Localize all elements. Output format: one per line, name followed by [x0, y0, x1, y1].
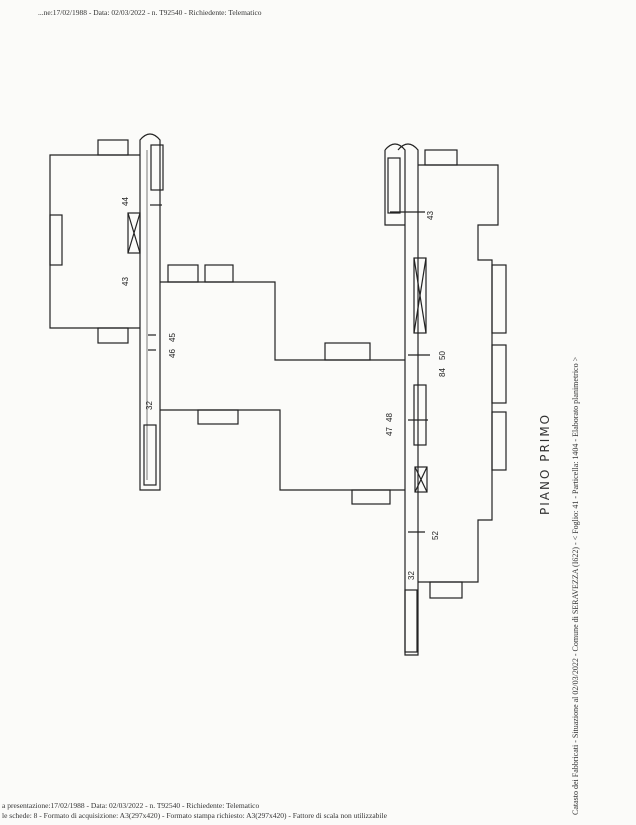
connector-window-1 [167, 264, 199, 283]
unit-label-43-left: 43 [121, 277, 130, 286]
connector-window-3 [197, 409, 239, 425]
right-stair-mid [413, 384, 427, 446]
plan-title: PIANO PRIMO [538, 412, 552, 515]
left-corridor [139, 133, 161, 491]
unit-label-47: 47 [385, 427, 394, 436]
right-building-outline [418, 164, 499, 583]
side-caption: Catasto dei Fabbricati - Situazione al 0… [571, 356, 580, 815]
right-lift [413, 257, 427, 334]
left-lift [127, 212, 141, 254]
unit-label-48: 48 [385, 413, 394, 422]
connector-window-4 [324, 342, 371, 361]
right-corridor [384, 143, 419, 656]
unit-label-46: 46 [168, 349, 177, 358]
right-window-4 [491, 411, 507, 471]
connector-window-5 [351, 489, 391, 505]
right-stair-bottom [404, 589, 418, 653]
footer-line-1: a presentazione:17/02/1988 - Data: 02/03… [2, 801, 260, 810]
unit-label-52: 52 [431, 531, 440, 540]
right-lift-2 [414, 466, 428, 493]
unit-label-43-right: 43 [426, 211, 435, 220]
footer-line-2: le schede: 8 - Formato di acquisizione: … [2, 811, 387, 820]
unit-label-84: 84 [438, 368, 447, 377]
left-wall-niche [49, 214, 63, 266]
top-header-text: ...ne:17/02/1988 - Data: 02/03/2022 - n.… [38, 8, 262, 17]
left-stair-top [150, 144, 164, 191]
connector-window-2 [204, 264, 234, 283]
unit-label-45: 45 [168, 333, 177, 342]
right-window-1 [424, 149, 458, 166]
central-connector-outline [160, 281, 405, 361]
right-window-3 [491, 344, 507, 404]
right-window-2 [491, 264, 507, 334]
left-window-2 [97, 327, 129, 344]
unit-label-44: 44 [121, 197, 130, 206]
right-stair-top [387, 157, 401, 214]
right-window-5 [429, 581, 463, 599]
left-window-1 [97, 139, 129, 156]
unit-label-32-left: 32 [145, 401, 154, 410]
left-stair-bottom [143, 424, 157, 486]
left-building-outline [49, 154, 140, 329]
unit-label-32-right: 32 [407, 571, 416, 580]
unit-label-50: 50 [438, 351, 447, 360]
